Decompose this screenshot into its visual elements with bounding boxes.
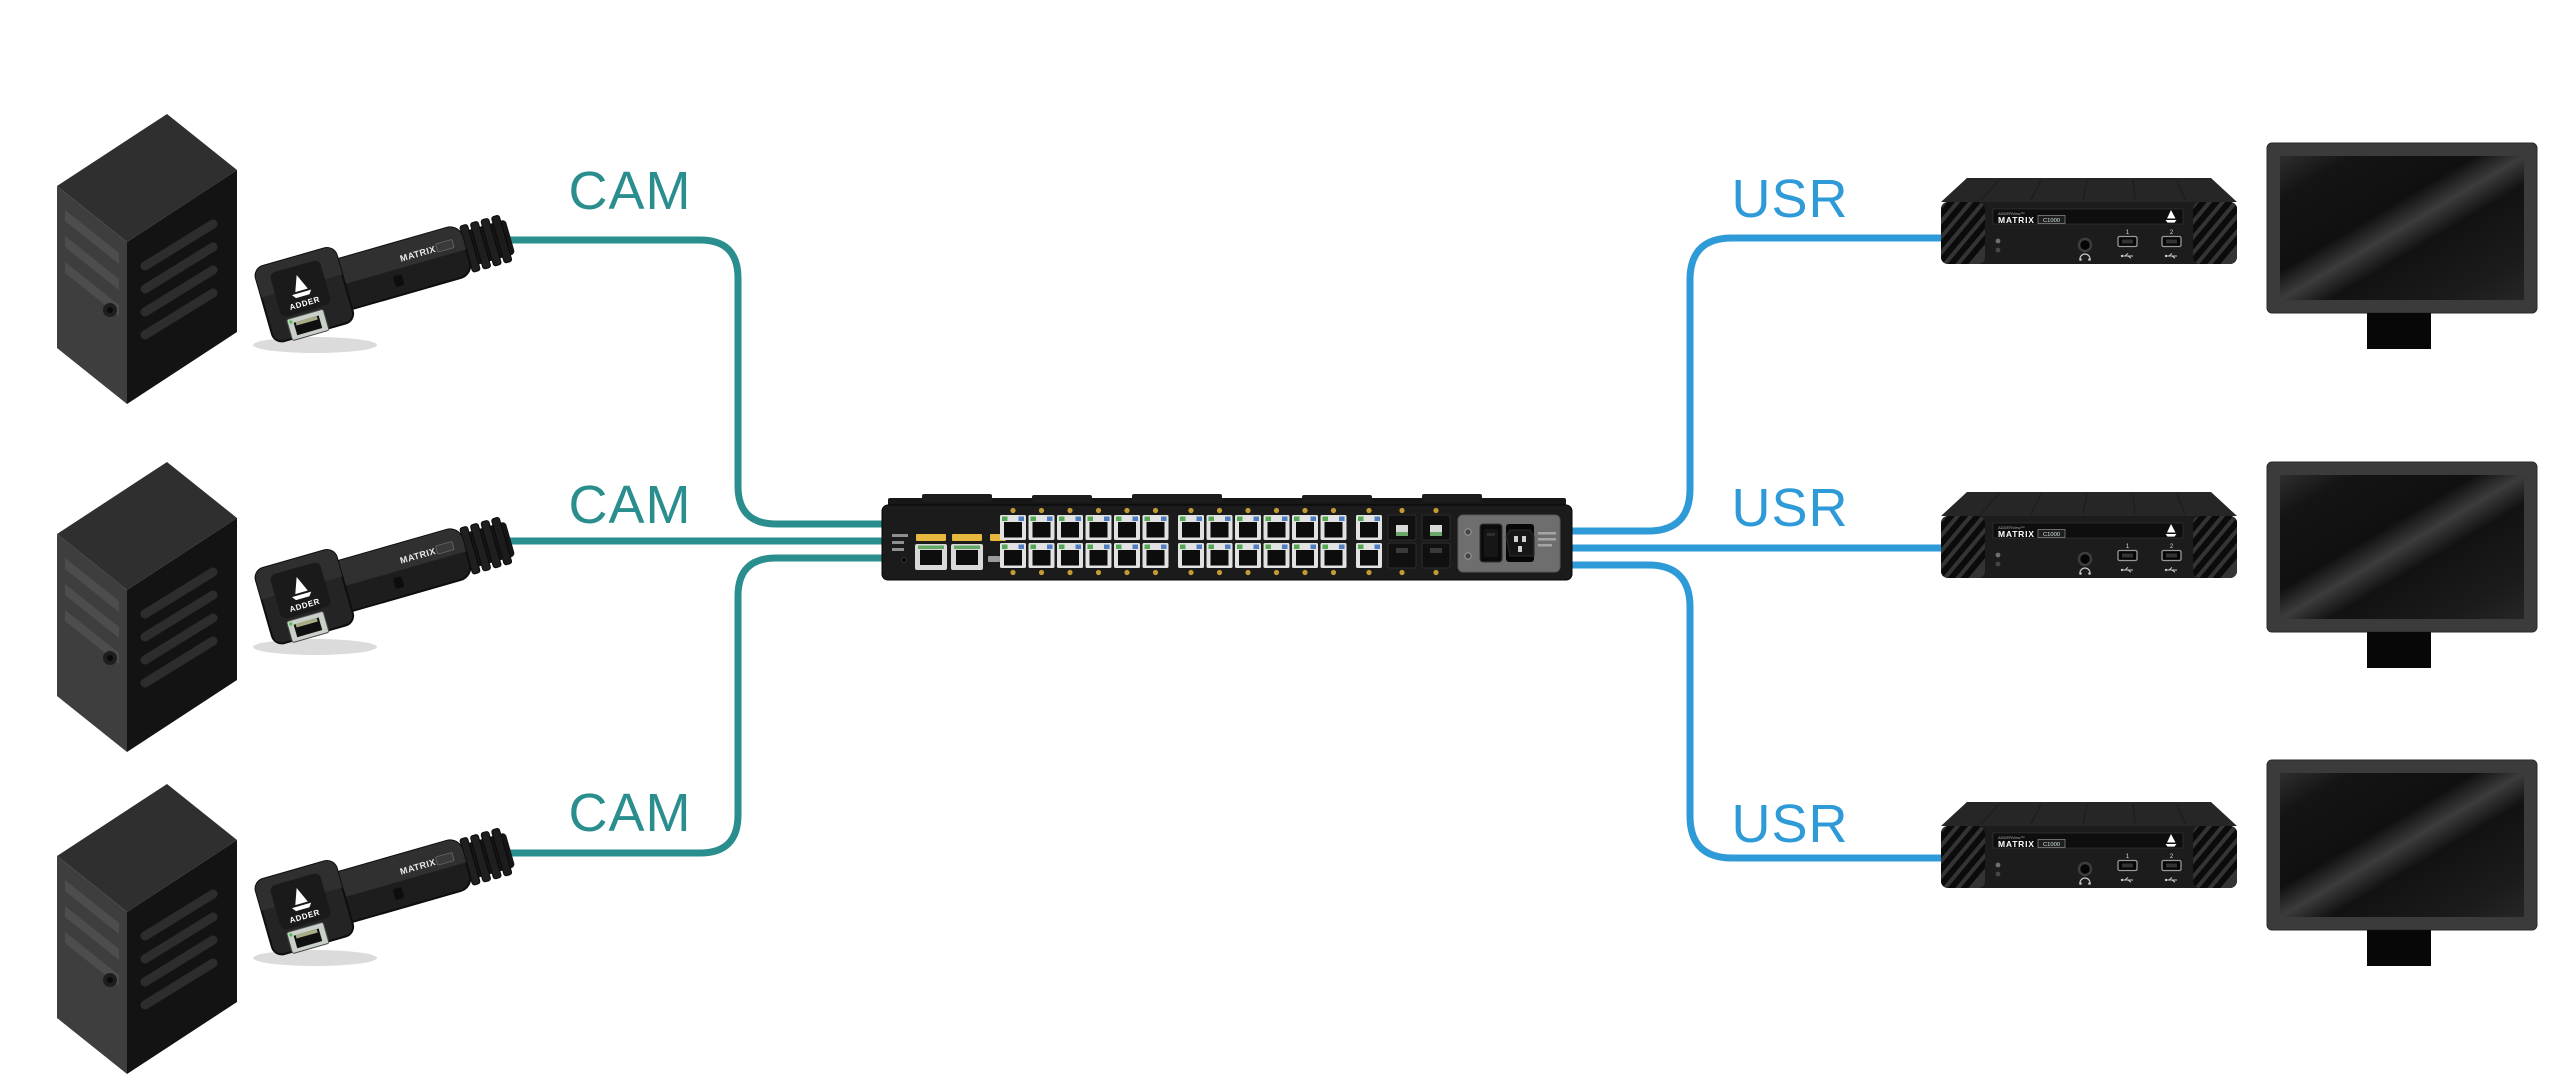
switch-management-cluster	[892, 534, 1006, 570]
monitor-2	[2266, 461, 2538, 669]
cam-label-3: CAM	[569, 783, 692, 843]
cam-unit-3	[252, 810, 523, 967]
micro-label	[892, 541, 904, 544]
micro-label	[892, 548, 904, 551]
network-switch	[881, 494, 1573, 581]
computer-tower-1	[57, 114, 237, 404]
reset-hole	[901, 557, 907, 563]
usr-unit-1	[1901, 170, 2270, 294]
micro-label	[892, 534, 908, 537]
cam-label-1: CAM	[569, 161, 692, 221]
usr-label-1: USR	[1731, 169, 1848, 229]
power-inlet	[1505, 524, 1535, 562]
usr-cable-1	[1564, 234, 1950, 535]
rating-text	[1538, 532, 1556, 535]
rating-text	[1538, 544, 1552, 547]
cam-unit-2	[252, 499, 523, 656]
monitor-1	[2266, 142, 2538, 350]
monitor-3	[2266, 759, 2538, 967]
cam-cable-1	[491, 236, 890, 528]
usr-unit-3	[1901, 794, 2270, 918]
computer-tower-3	[57, 784, 237, 1074]
cam-label-2: CAM	[569, 475, 692, 535]
cam-cable-3	[491, 554, 890, 857]
panel-screw	[1464, 552, 1472, 560]
usr-label-3: USR	[1731, 794, 1848, 854]
switch-power-section	[1457, 514, 1561, 573]
panel-screw	[1464, 528, 1472, 536]
usr-label-2: USR	[1731, 478, 1848, 538]
port-id-label	[916, 534, 946, 541]
usr-unit-2	[1901, 484, 2270, 608]
cam-unit-1	[252, 197, 523, 354]
micro-label	[988, 556, 1000, 562]
usr-cable-3	[1564, 561, 1950, 862]
rating-text	[1538, 538, 1556, 541]
computer-tower-2	[57, 462, 237, 752]
port-id-label	[952, 534, 982, 541]
